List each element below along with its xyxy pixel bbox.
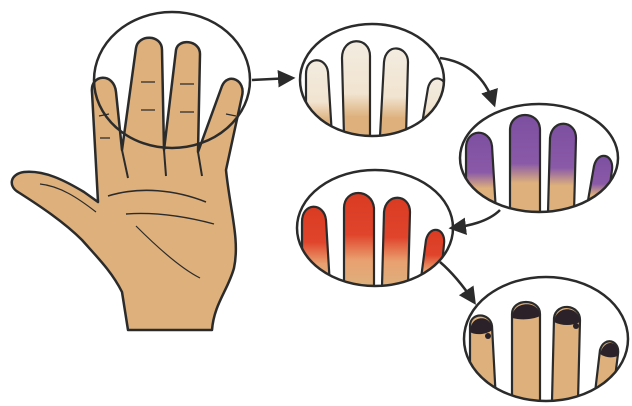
finger — [510, 115, 540, 212]
rubor-stage — [297, 170, 453, 286]
normal-hand — [12, 12, 250, 330]
arrow-pallor — [252, 78, 292, 80]
finger — [342, 41, 370, 136]
finger — [548, 124, 576, 212]
finger — [380, 48, 408, 136]
cyanosis-stage — [460, 104, 618, 212]
finger — [382, 198, 410, 286]
pallor-stage — [300, 24, 446, 136]
necrotic-spot — [573, 323, 579, 329]
arrow-cyanosis — [440, 58, 494, 104]
finger — [344, 193, 374, 286]
necrotic-spot — [485, 333, 491, 339]
arrow-rubor — [452, 210, 500, 228]
necrosis-stage — [464, 277, 628, 401]
hand-shape — [12, 38, 243, 330]
arrow-necrosis — [440, 262, 474, 302]
